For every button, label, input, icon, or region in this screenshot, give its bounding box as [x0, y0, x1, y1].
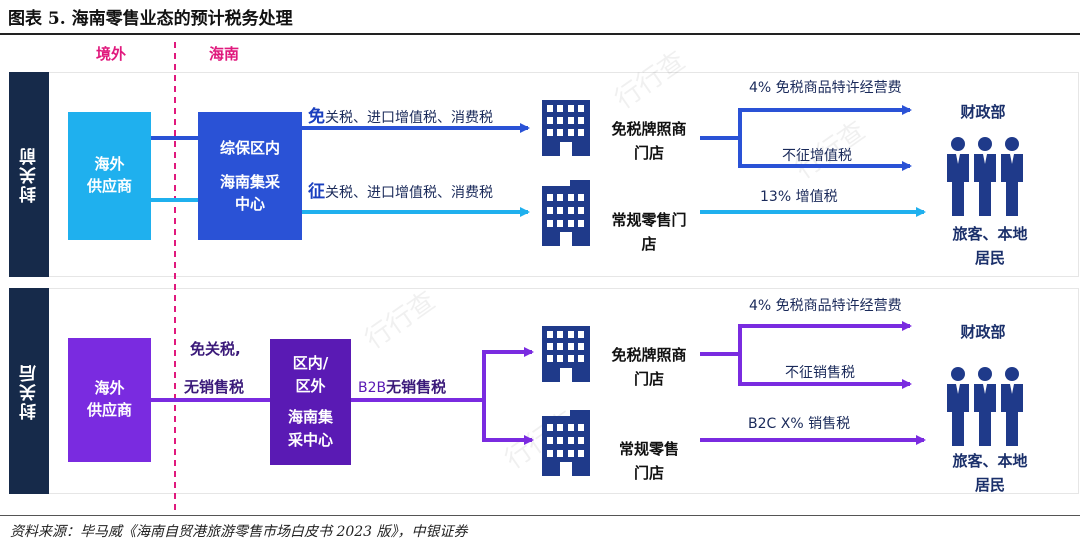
no-sales-tax-note: 无销售税 — [184, 378, 245, 396]
hainan-hub-before-box: 综保区内 海南集采 中心 — [198, 112, 302, 240]
box-line: 海外 — [94, 155, 125, 174]
people-icon — [947, 367, 1023, 446]
dest-line: 旅客、本地 — [952, 452, 1028, 470]
box-line: 供应商 — [86, 177, 132, 195]
section-after-panel — [49, 288, 1079, 494]
b2c-sales-tax-label: B2C X% 销售税 — [748, 416, 851, 432]
section-before-bar: 封关前 — [9, 72, 49, 277]
building-icon — [542, 180, 590, 246]
b2b-rest: 无销售税 — [386, 378, 447, 396]
top-rule — [0, 33, 1080, 35]
region-hainan-label: 海南 — [209, 45, 240, 63]
box-line: 区内/ — [292, 353, 329, 372]
label-lead: 免 — [308, 107, 325, 127]
travelers-residents-before: 旅客、本地 居民 — [940, 222, 1040, 270]
taxed-import-label: 征关税、进口增值税、消费税 — [308, 177, 493, 202]
store-line: 店 — [641, 235, 657, 253]
figure-title: 图表 5. 海南零售业态的预计税务处理 — [8, 9, 293, 29]
store-regular-after: 常规零售 门店 — [598, 437, 700, 485]
dest-line: 居民 — [974, 476, 1005, 494]
dest-line: 居民 — [974, 249, 1005, 267]
overseas-supplier-after-box: 海外 供应商 — [68, 338, 151, 462]
people-icon — [947, 137, 1023, 216]
section-after-bar: 封关后 — [9, 288, 49, 494]
store-line: 门店 — [633, 370, 664, 388]
no-sales-tax-label: 不征销售税 — [785, 365, 855, 381]
no-vat-label: 不征增值税 — [782, 148, 852, 164]
region-overseas-label: 境外 — [96, 45, 127, 63]
label-rest: 关税、进口增值税、消费税 — [325, 110, 493, 126]
finance-ministry-before: 财政部 — [960, 103, 1006, 121]
building-icon — [542, 410, 590, 476]
b2b-prefix: B2B — [358, 380, 387, 396]
box-line: 区外 — [295, 376, 326, 395]
dest-line: 旅客、本地 — [952, 225, 1028, 243]
box-line: 采中心 — [287, 431, 333, 450]
label-rest: 关税、进口增值税、消费税 — [325, 185, 493, 201]
vat-13-label: 13% 增值税 — [760, 189, 838, 205]
bottom-rule — [0, 515, 1080, 516]
box-line: 海南集 — [287, 408, 333, 426]
dutyfree-import-label: 免关税、进口增值税、消费税 — [308, 102, 493, 127]
store-line: 门店 — [633, 464, 664, 482]
section-before-panel — [49, 72, 1079, 277]
store-regular-before: 常规零售门 店 — [598, 208, 700, 256]
box-line: 供应商 — [86, 401, 132, 419]
store-line: 免税牌照商 — [611, 120, 687, 138]
franchise-fee-label-after: 4% 免税商品特许经营费 — [749, 298, 902, 314]
hainan-hub-after-box: 区内/ 区外 海南集 采中心 — [270, 339, 351, 465]
overseas-supplier-before-box: 海外 供应商 — [68, 112, 151, 240]
franchise-fee-label: 4% 免税商品特许经营费 — [749, 80, 902, 96]
travelers-residents-after: 旅客、本地 居民 — [940, 449, 1040, 497]
building-icon — [542, 100, 590, 156]
duty-exempt-note: 免关税, — [190, 340, 241, 358]
store-line: 常规零售 — [618, 440, 679, 458]
store-dutyfree-after: 免税牌照商 门店 — [598, 343, 700, 391]
store-line: 免税牌照商 — [611, 346, 687, 364]
source-note: 资料来源：毕马威《海南自贸港旅游零售市场白皮书 2023 版》，中银证券 — [10, 524, 468, 540]
store-dutyfree-before: 免税牌照商 门店 — [598, 117, 700, 165]
store-line: 常规零售门 — [611, 211, 687, 229]
b2b-label: B2B无销售税 — [358, 376, 446, 397]
finance-ministry-after: 财政部 — [960, 323, 1006, 341]
building-icon — [542, 326, 590, 382]
store-line: 门店 — [633, 144, 664, 162]
label-lead: 征 — [308, 182, 325, 202]
hub-bonded-zone-label: 综保区内 — [219, 139, 280, 157]
box-line: 海外 — [94, 379, 125, 398]
box-line: 中心 — [234, 194, 265, 213]
box-line: 海南集采 — [219, 172, 280, 191]
